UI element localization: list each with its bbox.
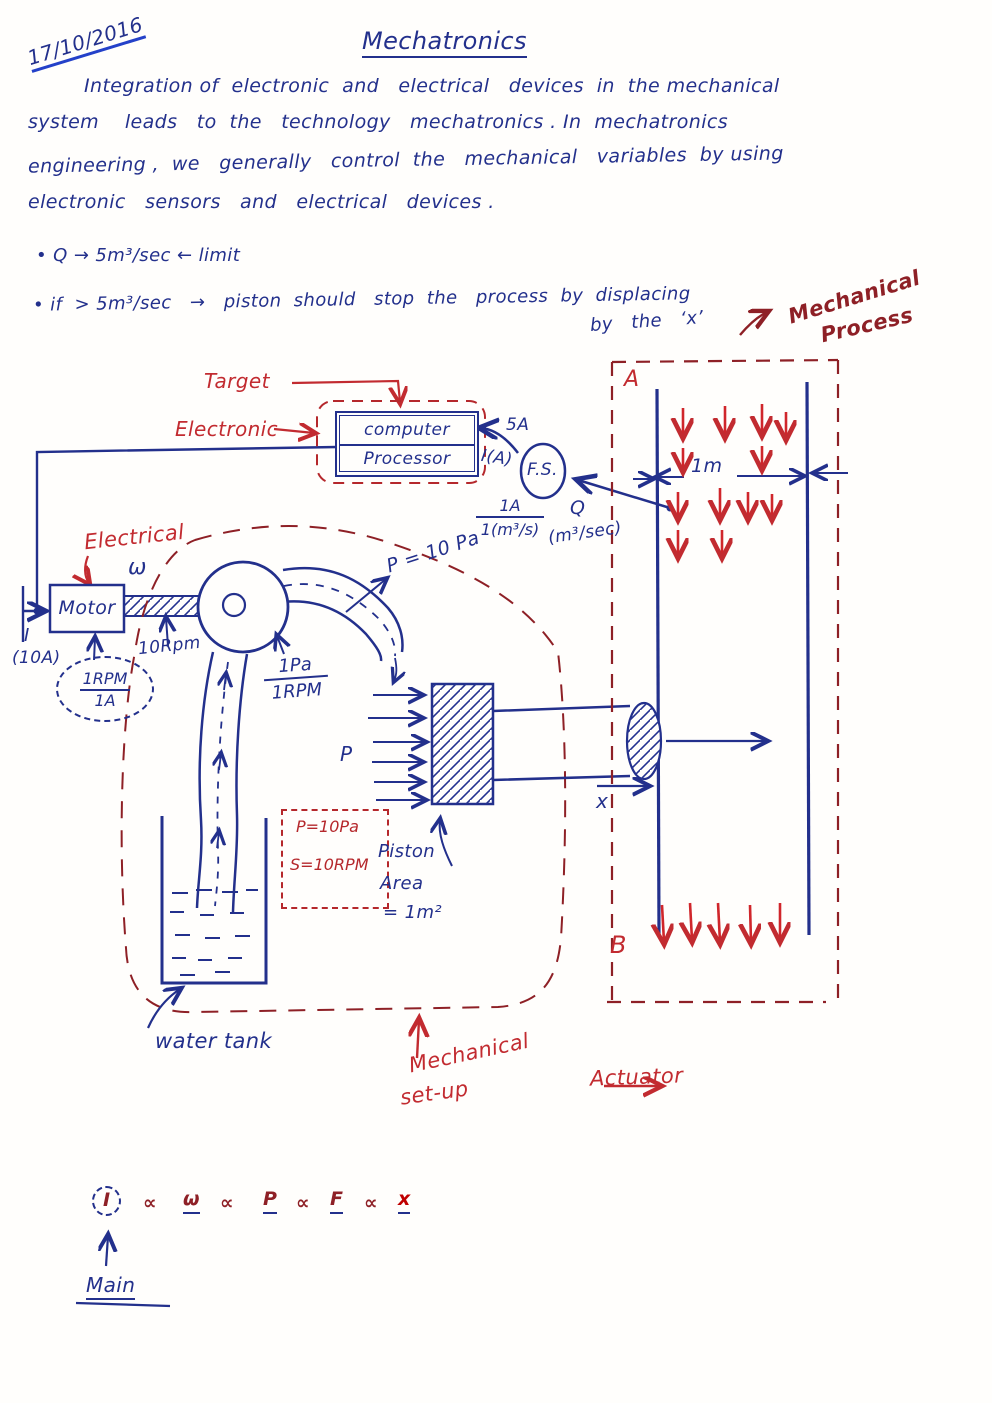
formula-term-x: x — [398, 1188, 411, 1214]
suction-pipe — [195, 651, 249, 913]
channel-walls — [655, 381, 811, 936]
width-1m-label: 1m — [691, 455, 723, 477]
sensor-gain-numerator: 1A — [476, 496, 544, 518]
current-5a-label: 5A — [506, 415, 530, 435]
discharge-pipe — [281, 566, 402, 681]
note-pressure: P=10Pa — [296, 817, 359, 836]
formula-term-f: F — [330, 1188, 343, 1214]
formula-term-i: I — [92, 1186, 122, 1216]
formula-marks — [75, 1236, 171, 1308]
formula-prop-4: ∝ — [364, 1192, 378, 1214]
electronic-label: Electronic — [175, 417, 279, 441]
target-pointer — [85, 379, 400, 583]
paragraph-line-4: electronic sensors and electrical device… — [28, 191, 495, 213]
note-speed: S=10RPM — [290, 855, 369, 874]
dimension-1m — [633, 473, 848, 479]
formula-term-p: P — [263, 1188, 277, 1214]
mech-setup-boundary — [120, 525, 567, 1014]
page-title: Mechatronics — [362, 28, 527, 59]
piston-area-label-3: = 1m² — [383, 902, 443, 923]
pump-gain-denominator: 1RPM — [271, 679, 323, 704]
pressure-p-label: P — [340, 742, 353, 766]
paragraph-line-1: Integration of electronic and electrical… — [84, 75, 780, 97]
formula-prop-1: ∝ — [143, 1192, 157, 1214]
water-tank-outline — [146, 816, 268, 1029]
feedback-wire — [21, 445, 338, 642]
sensor-gain-fraction: 1A 1(m³/s) — [476, 496, 544, 539]
formula-term-omega: ω — [183, 1188, 200, 1214]
formula-prop-3: ∝ — [296, 1192, 310, 1214]
piston-area-label-2: Area — [380, 873, 424, 894]
actuator-label: Actuator — [589, 1063, 684, 1091]
computer-processor-inner: computer Processor — [339, 415, 475, 472]
computer-label: computer — [340, 416, 474, 446]
omega-label: ω — [128, 555, 147, 580]
piston-area-arrow — [440, 820, 453, 867]
current-10a-label: (10A) — [12, 648, 61, 668]
motor-gain-numerator: 1RPM — [79, 669, 131, 691]
motor-box — [48, 583, 126, 634]
region-b-label: B — [610, 931, 627, 959]
processor-label: Processor — [363, 449, 451, 470]
flow-arrows-red — [662, 404, 786, 942]
sensor-gain-denominator: 1(m³/s) — [480, 520, 540, 539]
motor-gain-denominator: 1A — [94, 690, 116, 710]
mech-process-frame — [607, 358, 840, 1004]
electronic-dashed-frame — [316, 400, 486, 484]
piston-note-box: P=10Pa S=10RPM — [281, 809, 389, 909]
main-label: Main — [86, 1274, 136, 1300]
paragraph-line-2: system leads to the technology mechatron… — [28, 111, 729, 133]
piston — [430, 682, 631, 806]
rod-end-plug — [625, 701, 663, 781]
pump-circle — [196, 560, 290, 654]
motion-arrows — [597, 741, 766, 786]
flow-sensor-label: F.S. — [527, 460, 558, 480]
target-label: Target — [204, 369, 270, 393]
pressure-arrows — [368, 695, 425, 800]
computer-processor-box: computer Processor — [335, 411, 479, 477]
formula-prop-2: ∝ — [220, 1192, 234, 1214]
current-ia-label: I(A) — [479, 445, 514, 471]
flow-q-label: Q — [570, 497, 586, 519]
piston-area-label-1: Piston — [378, 841, 436, 862]
bullet-limit: • Q → 5m³/sec ← limit — [36, 245, 241, 266]
current-i-label: I — [24, 625, 30, 646]
pump-gain-fraction: 1Pa 1RPM — [262, 652, 329, 704]
motor-gain-bubble: 1RPM 1A — [56, 656, 154, 722]
annotation-arrows-red — [417, 312, 767, 1086]
region-a-label: A — [624, 367, 640, 392]
motor-label: Motor — [58, 597, 116, 620]
displacement-x-label: x — [596, 789, 609, 813]
water-tank-label: water tank — [155, 1029, 273, 1053]
